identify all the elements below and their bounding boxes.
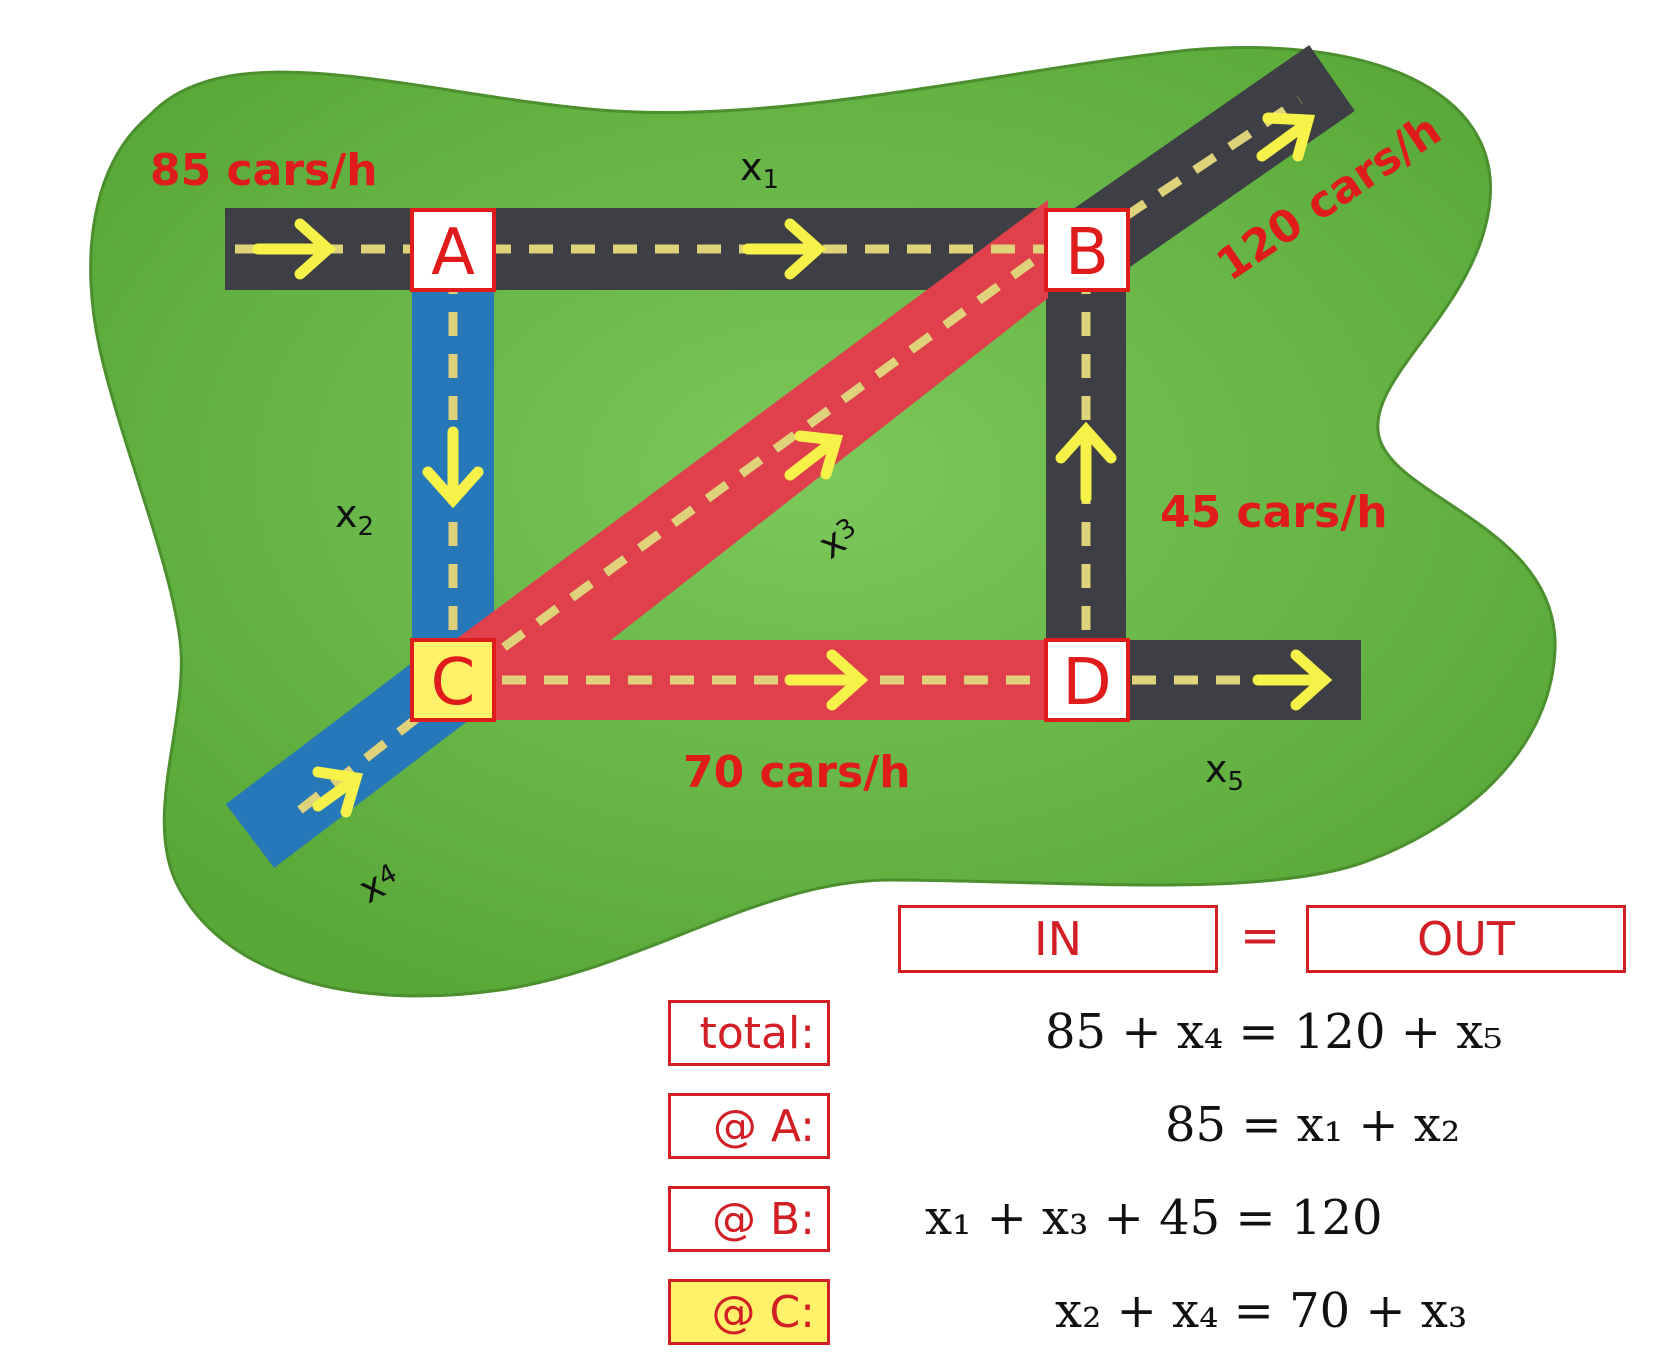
- arrow-x2-icon: [422, 426, 484, 509]
- var-label-x2: x2: [335, 492, 374, 542]
- arrow-x1-icon: [742, 218, 827, 280]
- var-label-x4: x4: [352, 855, 407, 912]
- node-b: B: [1044, 208, 1130, 292]
- out-box: OUT: [1306, 905, 1626, 973]
- arrow-x3-icon: [784, 430, 844, 481]
- eq-total: 85 + x₄ = 120 + x₅: [1045, 1004, 1503, 1060]
- svg-text:C: C: [431, 646, 476, 720]
- arrow-in-a-icon: [252, 218, 337, 280]
- lane-markings: [235, 96, 1340, 814]
- in-box: IN: [898, 905, 1218, 973]
- svg-text:D: D: [1062, 646, 1111, 720]
- node-d: D: [1044, 638, 1130, 722]
- eq-label-a: @ A:: [668, 1093, 830, 1159]
- var-label-x1: x1: [740, 145, 779, 195]
- eq-label-total: total:: [668, 1000, 830, 1066]
- arrow-c-to-d-icon: [784, 649, 869, 711]
- eq-a: 85 = x₁ + x₂: [1165, 1097, 1461, 1153]
- svg-text:A: A: [431, 216, 475, 290]
- var-label-x5: x5: [1205, 747, 1244, 797]
- eq-label-c: @ C:: [668, 1279, 830, 1345]
- balance-equals: =: [1240, 908, 1281, 964]
- road-x3: [455, 200, 1048, 720]
- node-c: C: [410, 638, 496, 722]
- flow-label-in-a: 85 cars/h: [150, 145, 378, 196]
- flow-arrows: [252, 112, 1333, 818]
- flow-label-c-to-d: 70 cars/h: [683, 747, 911, 798]
- road-x1: [410, 208, 1050, 290]
- flow-label-in-d: 45 cars/h: [1160, 487, 1388, 538]
- arrow-x5-icon: [1252, 649, 1333, 711]
- svg-text:B: B: [1065, 216, 1109, 290]
- arrow-d-to-b-icon: [1055, 421, 1117, 504]
- arrow-out-b-icon: [1256, 112, 1316, 162]
- arrow-x4-icon: [312, 766, 364, 818]
- eq-label-b: @ B:: [668, 1186, 830, 1252]
- node-a: A: [410, 208, 496, 292]
- eq-c: x₂ + x₄ = 70 + x₃: [1055, 1283, 1468, 1339]
- eq-b: x₁ + x₃ + 45 = 120: [925, 1190, 1383, 1246]
